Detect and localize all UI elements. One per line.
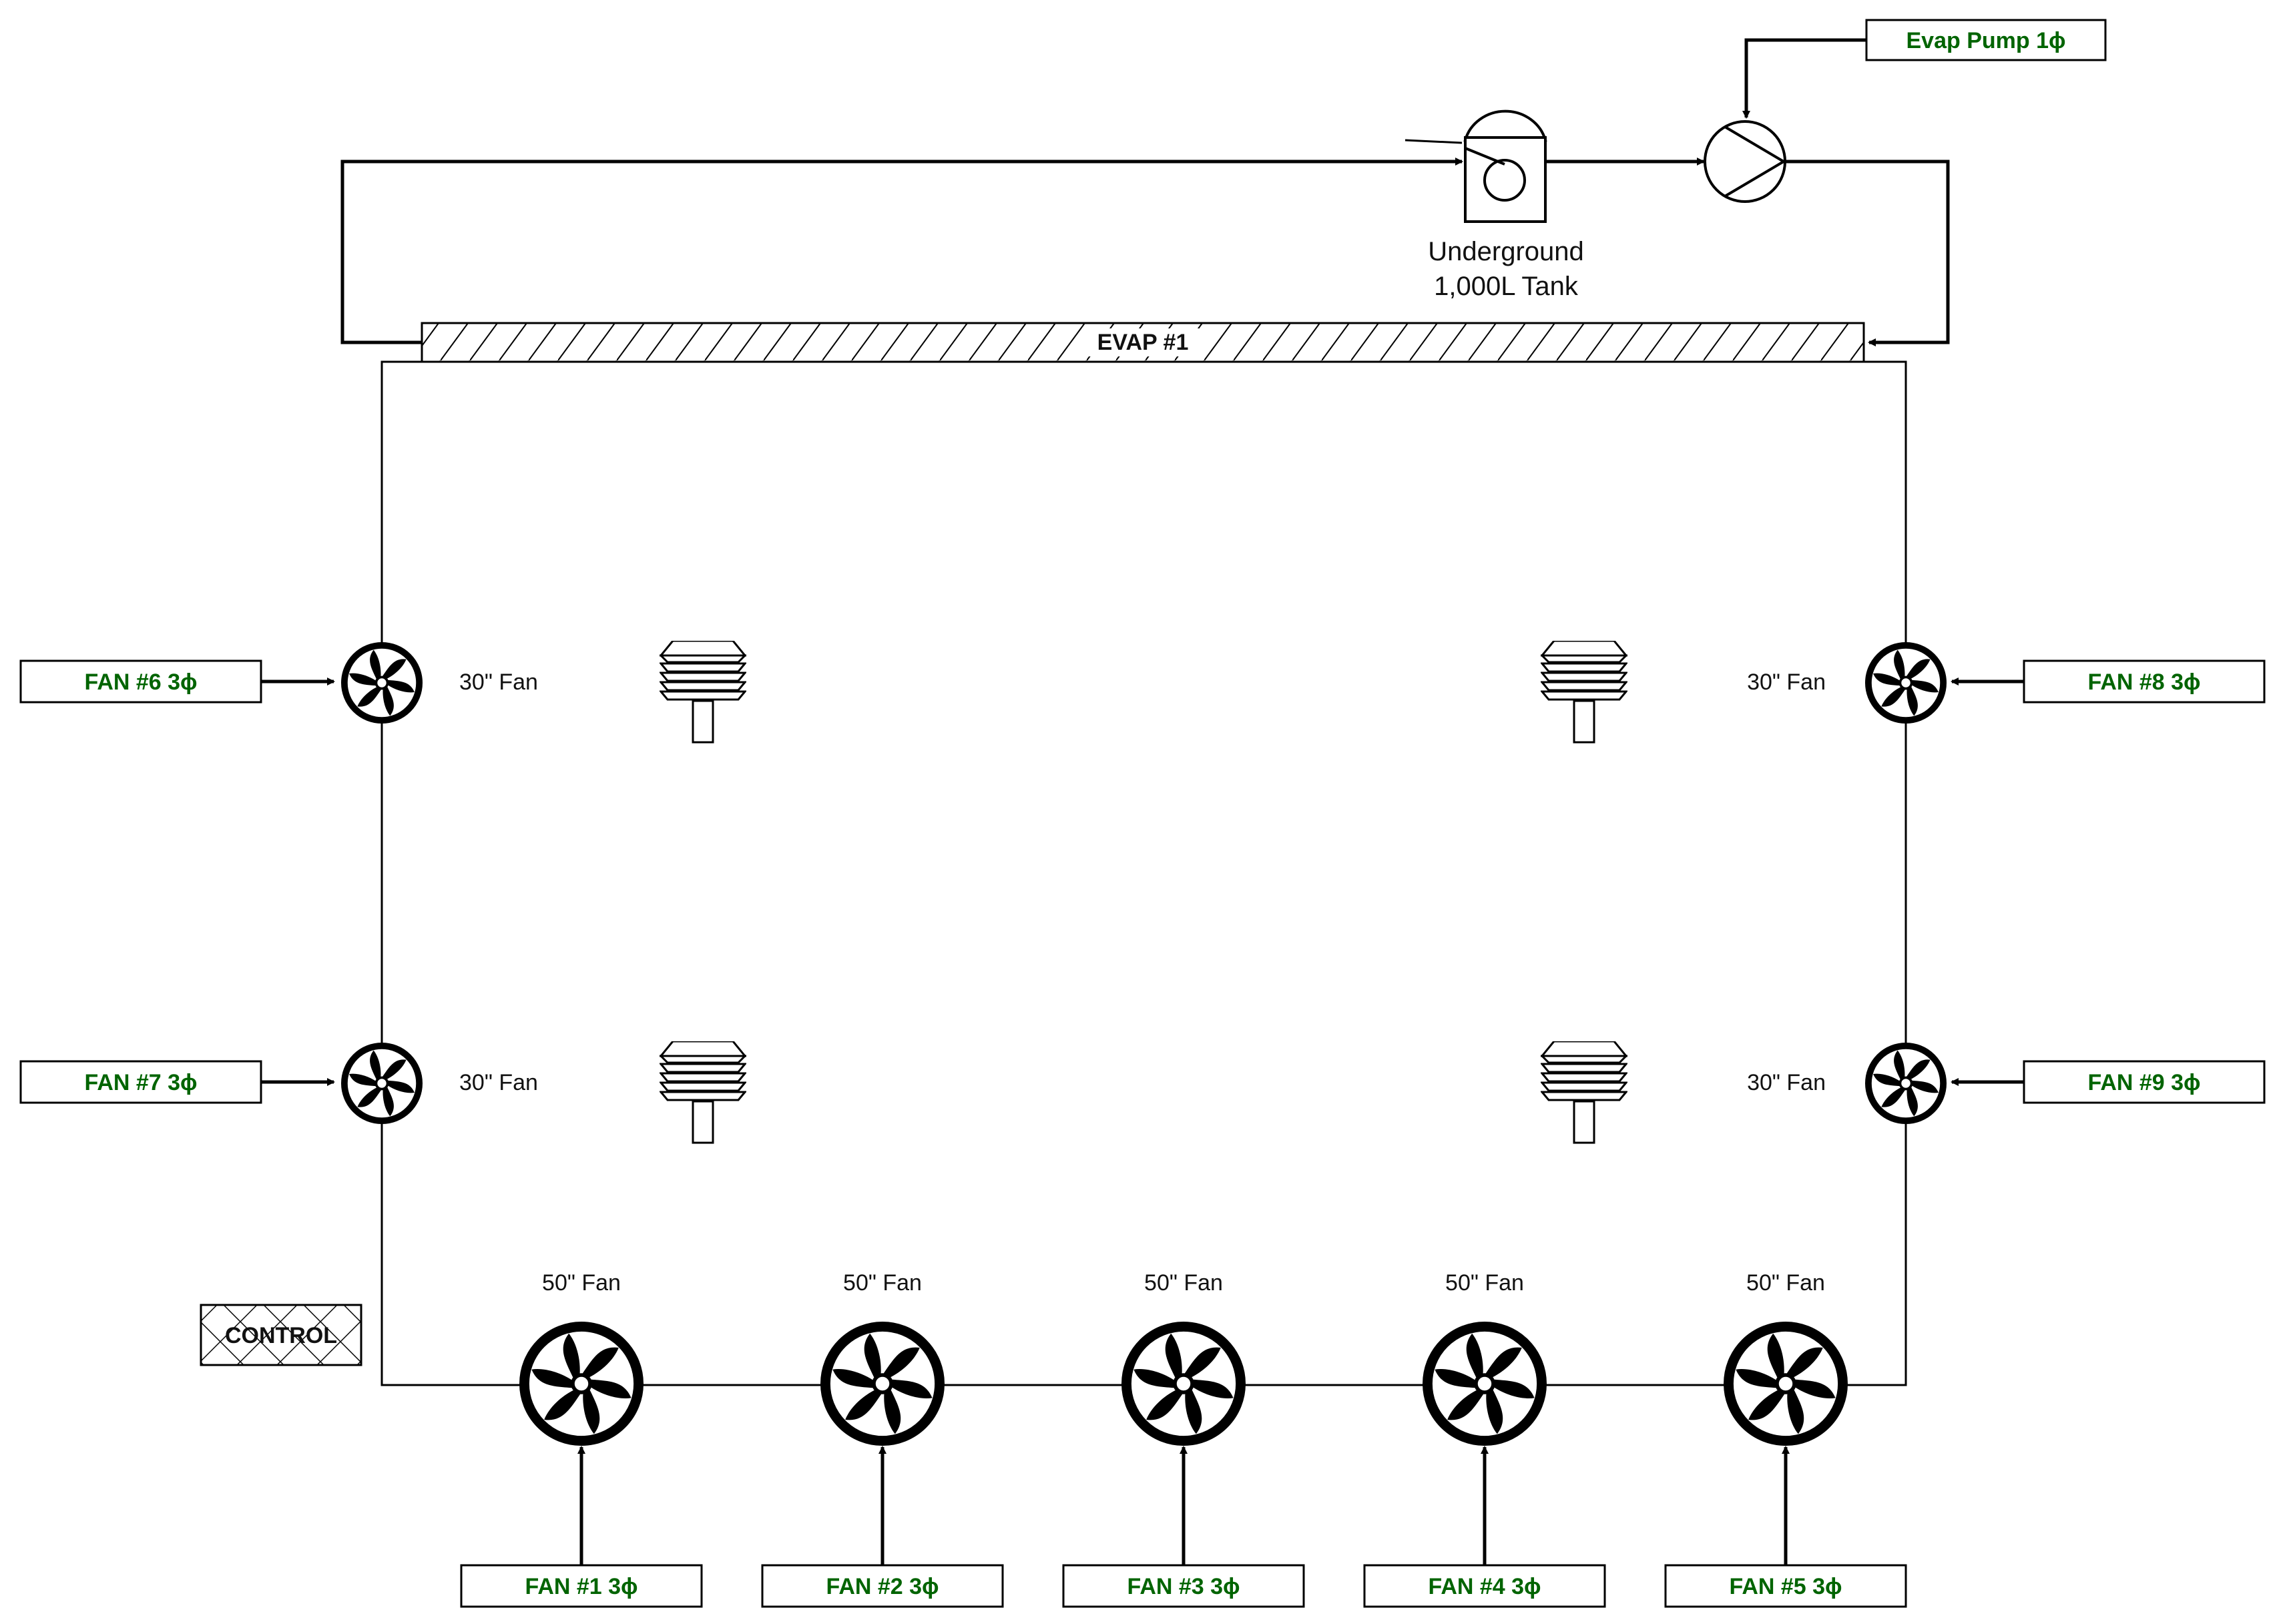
- fan-7[interactable]: FAN #7 3ɸ 30" Fan: [19, 1046, 538, 1121]
- control-box[interactable]: CONTROL: [200, 1304, 362, 1366]
- fan-2[interactable]: 50" Fan FAN #2 3ɸ: [761, 1270, 1004, 1608]
- evap-label: EVAP #1: [1097, 330, 1189, 355]
- sensor-icon: [660, 1041, 746, 1144]
- fan-6-size: 30" Fan: [459, 669, 538, 695]
- fan-icon: [344, 645, 419, 720]
- fan-4-tag: FAN #4 3ɸ: [1428, 1574, 1541, 1599]
- fan-9[interactable]: FAN #9 3ɸ 30" Fan: [1747, 1046, 2266, 1121]
- fan-icon: [344, 1046, 419, 1121]
- sensor-icon: [1541, 1041, 1627, 1144]
- fan-9-size: 30" Fan: [1747, 1070, 1826, 1095]
- sensor-icon: [660, 641, 746, 744]
- sensor-icon: [1541, 641, 1627, 744]
- fan-icon: [1868, 1046, 1943, 1121]
- evap-pad: EVAP #1: [421, 322, 1865, 363]
- fan-8-size: 30" Fan: [1747, 669, 1826, 695]
- fan-3[interactable]: 50" Fan FAN #3 3ɸ: [1062, 1270, 1305, 1608]
- fan-5-tag: FAN #5 3ɸ: [1729, 1574, 1842, 1599]
- fan-4[interactable]: 50" Fan FAN #4 3ɸ: [1363, 1270, 1606, 1608]
- fan-icon: [1126, 1326, 1240, 1440]
- fan-icon: [825, 1326, 939, 1440]
- fan-5-size: 50" Fan: [1746, 1270, 1825, 1296]
- fan-4-size: 50" Fan: [1445, 1270, 1524, 1296]
- fan-8[interactable]: FAN #8 3ɸ 30" Fan: [1747, 645, 2266, 720]
- fan-9-tag: FAN #9 3ɸ: [2087, 1070, 2200, 1095]
- tank-label-line2: 1,000L Tank: [1434, 272, 1579, 301]
- fan-3-tag: FAN #3 3ɸ: [1127, 1574, 1240, 1599]
- tank-label-line1: Underground: [1428, 237, 1584, 266]
- evap-pump-tag[interactable]: Evap Pump 1ɸ: [1865, 19, 2107, 61]
- pump-icon: [1704, 120, 1786, 203]
- fan-5[interactable]: 50" Fan FAN #5 3ɸ: [1664, 1270, 1907, 1608]
- fan-1-tag: FAN #1 3ɸ: [525, 1574, 638, 1599]
- fan-2-tag: FAN #2 3ɸ: [826, 1574, 939, 1599]
- control-label: CONTROL: [225, 1323, 337, 1348]
- fan-3-size: 50" Fan: [1144, 1270, 1223, 1296]
- building-outline: [380, 360, 1907, 1386]
- tank-icon: [1463, 109, 1547, 223]
- fan-icon: [1728, 1326, 1842, 1440]
- fan-2-size: 50" Fan: [843, 1270, 922, 1296]
- fan-icon: [1868, 645, 1943, 720]
- fan-7-tag: FAN #7 3ɸ: [84, 1070, 197, 1095]
- fan-7-size: 30" Fan: [459, 1070, 538, 1095]
- fan-icon: [524, 1326, 638, 1440]
- water-loop: [340, 38, 1950, 346]
- evap-pump-label: Evap Pump 1ɸ: [1907, 28, 2066, 53]
- fan-8-tag: FAN #8 3ɸ: [2087, 669, 2200, 695]
- fan-6[interactable]: FAN #6 3ɸ 30" Fan: [19, 645, 538, 720]
- fan-6-tag: FAN #6 3ɸ: [84, 669, 197, 695]
- fan-1-size: 50" Fan: [542, 1270, 621, 1296]
- fan-icon: [1427, 1326, 1541, 1440]
- fan-1[interactable]: 50" Fan FAN #1 3ɸ: [460, 1270, 703, 1608]
